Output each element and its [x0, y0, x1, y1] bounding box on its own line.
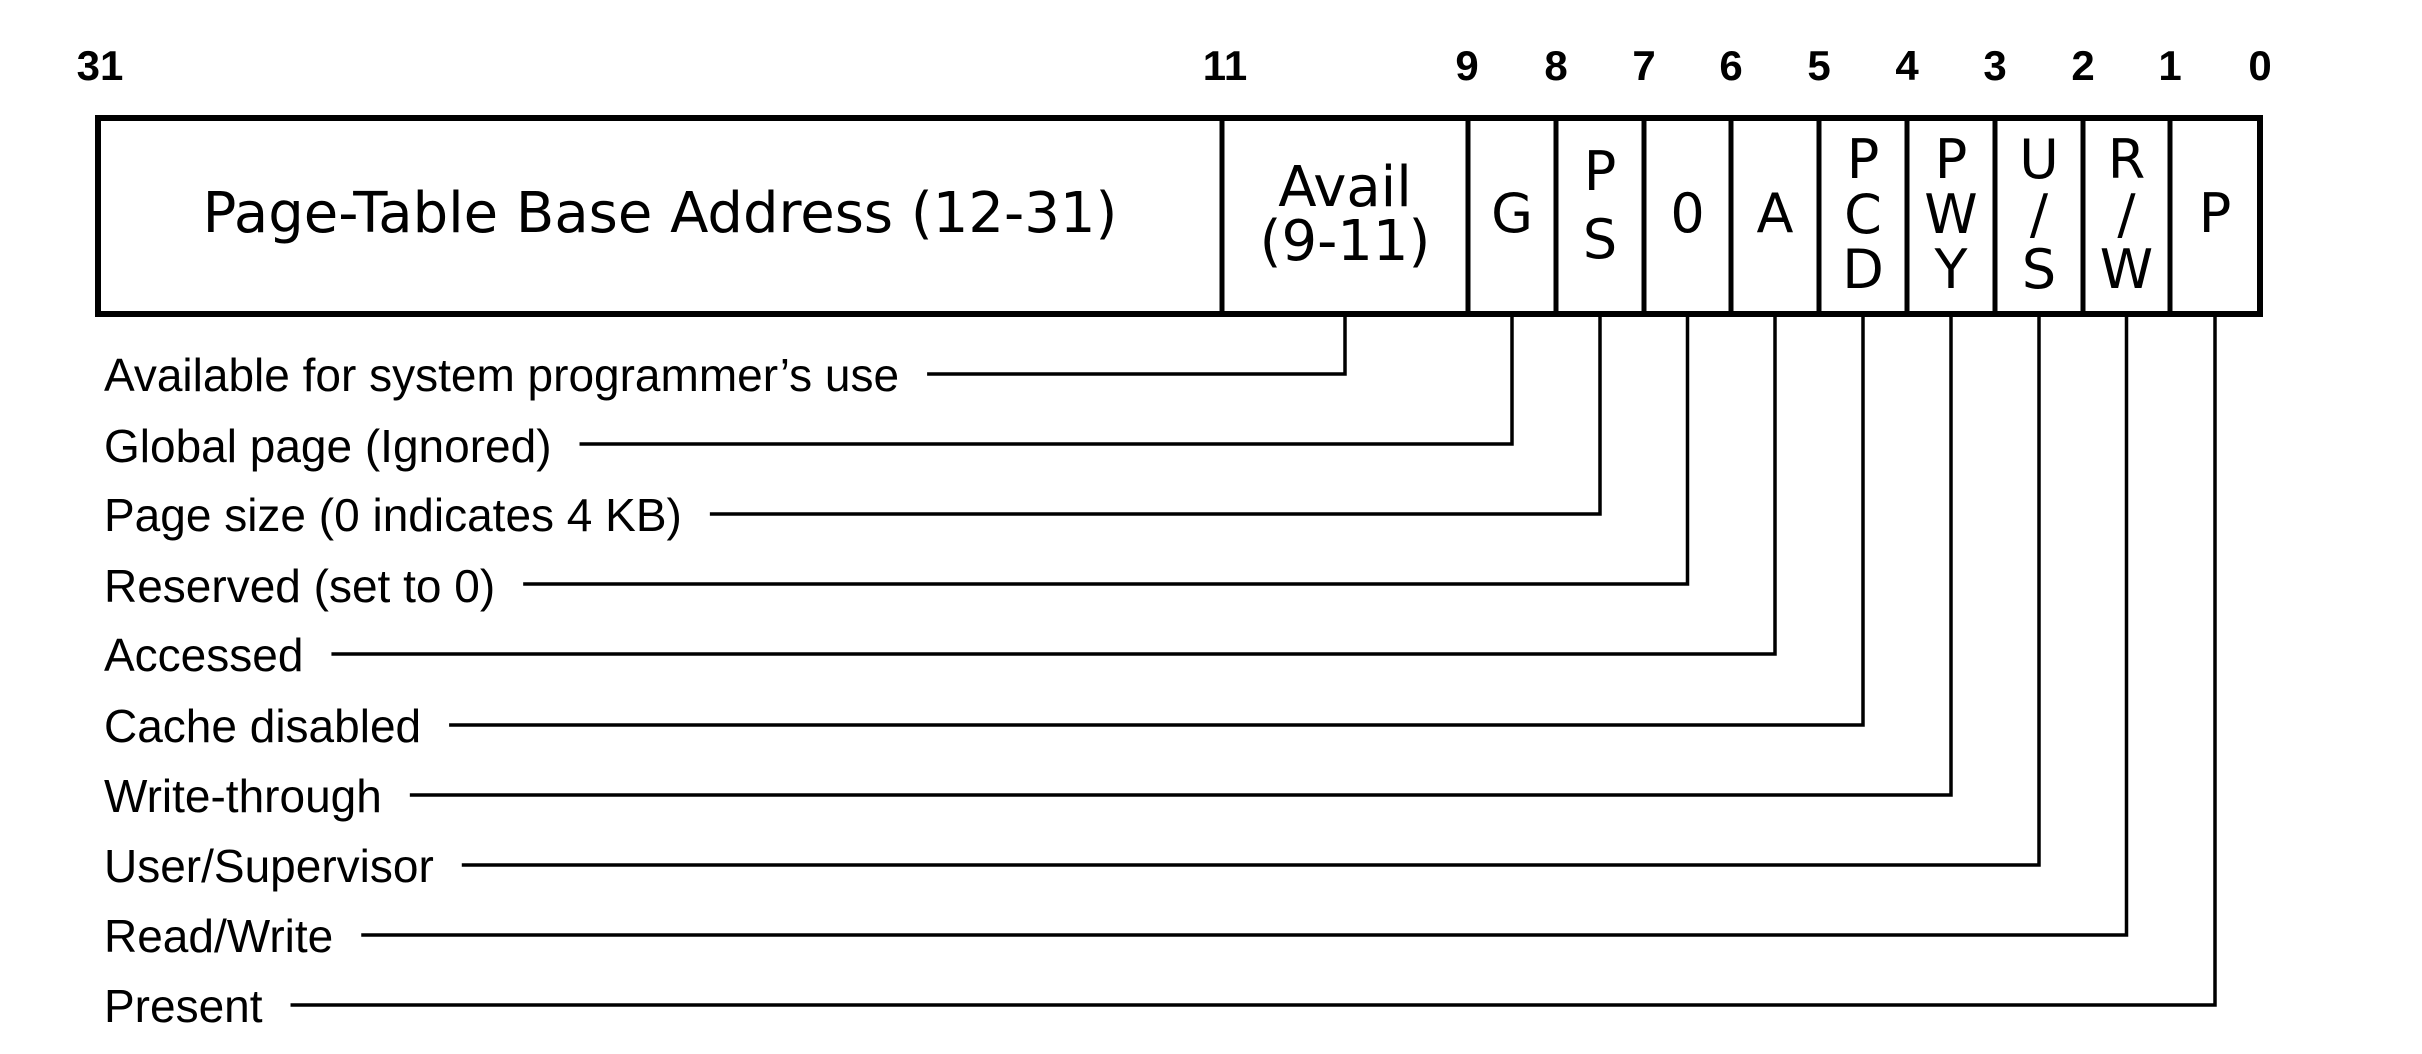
leader-line-avail — [927, 314, 1347, 376]
description-ps: Page size (0 indicates 4 KB) — [104, 489, 682, 541]
bit-number-6: 6 — [1719, 42, 1742, 89]
bit-number-row: 31 11 9 8 7 6 5 4 3 2 1 0 — [77, 42, 2272, 89]
field-rw-label: / — [2117, 183, 2136, 246]
description-zero: Reserved (set to 0) — [104, 560, 495, 612]
bit-number-1: 1 — [2158, 42, 2181, 89]
field-us: U/S — [2019, 128, 2059, 301]
description-rw: Read/Write — [104, 910, 333, 962]
field-us-label: U — [2019, 128, 2059, 191]
bit-number-5: 5 — [1807, 42, 1830, 89]
field-pwy-label: W — [1924, 183, 1977, 246]
field-descriptions: Available for system programmer’s useGlo… — [104, 349, 899, 1032]
field-us-label: S — [2022, 238, 2056, 301]
field-base: Page-Table Base Address (12-31) — [203, 181, 1118, 246]
field-pwy: PWY — [1924, 128, 1977, 301]
field-rw-label: R — [2108, 128, 2146, 191]
field-rw: R/W — [2100, 128, 2153, 301]
leader-line-pwy — [409, 314, 1953, 797]
description-us: User/Supervisor — [104, 840, 434, 892]
description-a: Accessed — [104, 629, 303, 681]
bit-number-7: 7 — [1632, 42, 1655, 89]
leader-line-us — [461, 314, 2041, 867]
field-pcd-label: D — [1842, 238, 1884, 301]
description-g: Global page (Ignored) — [104, 420, 552, 472]
field-p-label: P — [2199, 182, 2232, 245]
field-zero-label: 0 — [1670, 182, 1704, 245]
leader-lines — [290, 314, 2217, 1007]
bit-number-3: 3 — [1983, 42, 2006, 89]
field-ps: PS — [1583, 140, 1617, 271]
leader-line-pcd — [449, 314, 1865, 727]
leader-line-ps — [709, 314, 1602, 516]
bit-number-0: 0 — [2248, 42, 2271, 89]
leader-line-a — [331, 314, 1777, 656]
field-avail-label: Avail — [1278, 155, 1412, 220]
field-g: G — [1491, 182, 1533, 245]
field-pcd-label: C — [1844, 183, 1882, 246]
field-pcd-label: P — [1847, 128, 1880, 191]
field-base-label: Page-Table Base Address (12-31) — [203, 181, 1118, 246]
leader-line-rw — [361, 314, 2129, 937]
register-outline — [95, 115, 2263, 317]
register-fields: Page-Table Base Address (12-31) Avail(9-1… — [95, 115, 2263, 317]
bit-number-11: 11 — [1203, 42, 1247, 89]
field-avail-label: (9-11) — [1260, 209, 1431, 274]
bit-number-2: 2 — [2071, 42, 2094, 89]
description-p: Present — [104, 980, 263, 1032]
description-pcd: Cache disabled — [104, 700, 421, 752]
leader-line-zero — [523, 314, 1690, 586]
field-ps-label: S — [1583, 208, 1617, 271]
description-avail: Available for system programmer’s use — [104, 349, 899, 401]
field-avail: Avail(9-11) — [1260, 155, 1431, 274]
bit-number-31: 31 — [77, 42, 124, 89]
field-p: P — [2199, 182, 2232, 245]
field-ps-label: P — [1584, 140, 1617, 203]
field-rw-label: W — [2100, 238, 2153, 301]
field-pwy-label: Y — [1934, 238, 1969, 301]
bit-number-9: 9 — [1455, 42, 1478, 89]
field-pwy-label: P — [1935, 128, 1968, 191]
bit-number-8: 8 — [1544, 42, 1567, 89]
description-pwy: Write-through — [104, 770, 382, 822]
field-pcd: PCD — [1842, 128, 1884, 301]
field-a-label: A — [1757, 182, 1794, 245]
field-g-label: G — [1491, 182, 1533, 245]
field-us-label: / — [2030, 183, 2049, 246]
leader-line-g — [579, 314, 1514, 446]
field-zero: 0 — [1670, 182, 1704, 245]
leader-line-p — [290, 314, 2217, 1007]
bit-number-4: 4 — [1895, 42, 1919, 89]
field-a: A — [1757, 182, 1794, 245]
